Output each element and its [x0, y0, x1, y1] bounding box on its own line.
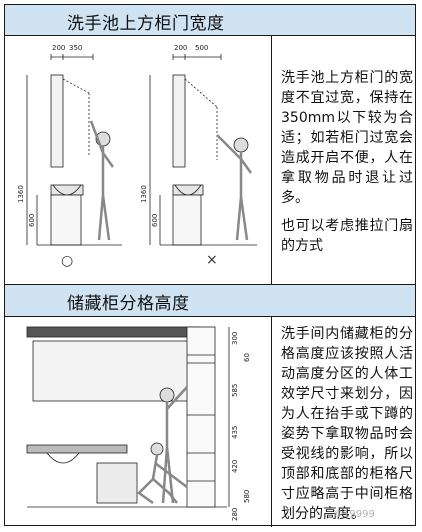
right-dim-label-1: 200 [174, 44, 187, 52]
cabinet-height-280: 280 [231, 508, 239, 521]
section2-description: 洗手间内储藏柜的分格高度应该按照人活动高度分区的人体工效学尺寸来划分，因为人在抬… [281, 324, 413, 532]
ceiling-beam [26, 326, 200, 338]
right-person-head [233, 137, 249, 153]
left-vanity [50, 194, 82, 246]
cabinet-height-300: 300 [231, 332, 239, 345]
section2-divider [271, 316, 272, 527]
left-door-swing [62, 78, 90, 94]
right-door-swing [184, 78, 218, 108]
crouching-person-head [150, 442, 164, 456]
left-height-600: 600 [28, 214, 36, 227]
section1-header: 洗手池上方柜门宽度 [5, 5, 415, 36]
laundry-basket [96, 462, 138, 504]
page-frame: 洗手池上方柜门宽度 [4, 4, 416, 527]
section1-title: 洗手池上方柜门宽度 [67, 14, 225, 34]
section1-drawing: 200 350 200 500 1360 600 1360 600 [17, 44, 257, 246]
left-dim-label-1: 200 [52, 44, 65, 52]
cabinet-height-420: 420 [231, 460, 239, 473]
right-dim-label-2: 500 [195, 44, 208, 52]
bad-mark: × [206, 252, 218, 268]
section1-description: 洗手池上方柜门的宽度不宜过宽，保持在350mm以下较为合适；如若柜门过宽会造成开… [281, 68, 413, 264]
cabinet-height-580: 580 [243, 490, 251, 503]
storage-cabinet [186, 326, 216, 508]
section2-paragraph: 洗手间内储藏柜的分格高度应该按照人活动高度分区的人体工效学尺寸来划分，因为人在抬… [281, 326, 413, 522]
section1-paragraph-2: 也可以考虑推拉门扇的方式 [281, 218, 413, 254]
right-height-600: 600 [151, 214, 159, 227]
left-height-1360: 1360 [17, 185, 25, 203]
basin [46, 452, 80, 464]
right-vanity [172, 194, 202, 246]
left-dim-label-2: 350 [69, 44, 82, 52]
good-mark: ○ [61, 253, 74, 269]
counter [26, 444, 128, 454]
right-upper-cabinet [172, 74, 186, 168]
section2-drawing: 300 60 585 435 420 580 280 [26, 326, 251, 521]
watermark: ©19999 [333, 509, 375, 520]
right-height-1360: 1360 [140, 185, 148, 203]
left-basin [50, 184, 84, 196]
standing-person-head [159, 387, 175, 403]
section2-header: 储藏柜分格高度 [5, 284, 415, 317]
cabinet-height-435: 435 [231, 426, 239, 439]
left-upper-cabinet [50, 74, 64, 168]
section1-divider [271, 35, 272, 285]
right-basin [172, 184, 204, 196]
section1-paragraph-1: 洗手池上方柜门的宽度不宜过宽，保持在350mm以下较为合适；如若柜门过宽会造成开… [281, 70, 413, 206]
section2-title: 储藏柜分格高度 [67, 294, 190, 314]
cabinet-height-60: 60 [243, 353, 251, 362]
cabinet-height-585: 585 [231, 384, 239, 397]
